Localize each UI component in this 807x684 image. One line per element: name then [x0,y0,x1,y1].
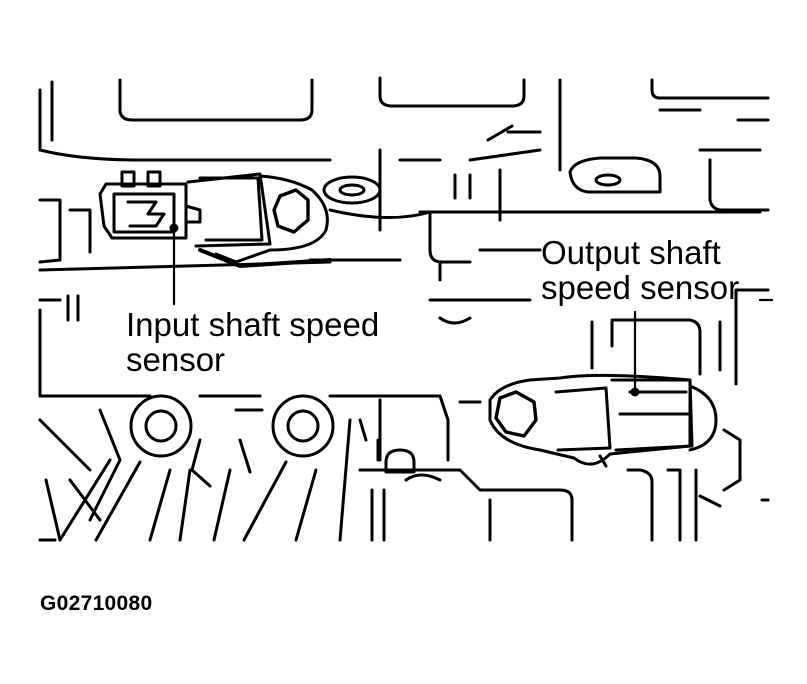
output-shaft-sensor-label: Output shaft speed sensor [541,234,740,306]
input-shaft-sensor-label: Input shaft speed sensor [126,306,380,378]
case-lower-structure [38,394,770,542]
mount-bosses [129,394,416,474]
case-top-outline [38,76,770,232]
output-shaft-speed-sensor [488,373,718,468]
case-bolt-bosses [322,156,662,205]
input-label-line2: sensor [126,340,226,378]
input-shaft-speed-sensor [98,170,332,268]
leader-lines [169,223,774,397]
output-label-line2: speed sensor [541,268,740,306]
input-label-line1: Input shaft speed [126,306,380,343]
case-middle-ribs [38,198,770,398]
figure-id-code: G02710080 [40,592,153,615]
output-label-line1: Output shaft [541,234,721,271]
